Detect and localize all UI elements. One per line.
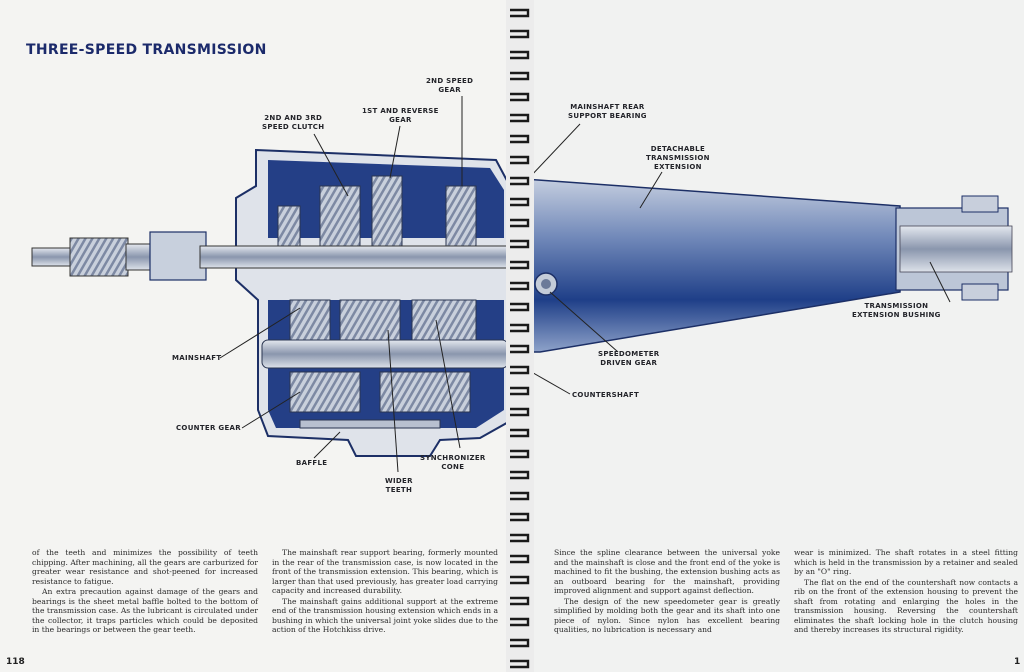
extension-housing [509, 177, 1013, 353]
label-2nd-3rd-speed-clutch: 2ND AND 3RD SPEED CLUTCH [262, 114, 325, 131]
label-1st-reverse-gear: 1ST AND REVERSE GEAR [362, 107, 439, 124]
page-number-left: 118 [6, 657, 25, 667]
paragraph: The flat on the end of the countershaft … [794, 577, 1018, 635]
label-speedometer-driven-gear: SPEEDOMETER DRIVEN GEAR [598, 350, 660, 367]
paragraph: The mainshaft rear support bearing, form… [272, 548, 498, 595]
label-countershaft: COUNTERSHAFT [572, 391, 640, 399]
label-counter-gear: COUNTER GEAR [176, 424, 241, 432]
paragraph: of the teeth and minimizes the possibili… [32, 548, 258, 586]
label-transmission-extension-bushing: TRANSMISSION EXTENSION BUSHING [852, 302, 941, 319]
paragraph: Since the spline clearance between the u… [554, 548, 780, 595]
text-column-1: of the teeth and minimizes the possibili… [32, 548, 258, 636]
paragraph: An extra precaution against damage of th… [32, 587, 258, 634]
label-wider-teeth: WIDER TEETH [385, 477, 413, 494]
text-column-3: Since the spline clearance between the u… [554, 548, 780, 636]
gear-train [277, 175, 477, 429]
label-mainshaft: MAINSHAFT [172, 354, 222, 362]
label-mainshaft-rear-support-bearing: MAINSHAFT REAR SUPPORT BEARING [568, 103, 647, 120]
spiral-binding [506, 0, 534, 672]
label-2nd-speed-gear: 2ND SPEED GEAR [426, 77, 474, 94]
text-column-2: The mainshaft rear support bearing, form… [272, 548, 498, 636]
page-title: THREE-SPEED TRANSMISSION [26, 42, 267, 58]
paragraph: wear is minimized. The shaft rotates in … [794, 548, 1018, 576]
page-number-right: 1 [1014, 657, 1021, 667]
paragraph: The mainshaft gains additional support a… [272, 596, 498, 635]
text-column-4: wear is minimized. The shaft rotates in … [794, 548, 1018, 636]
mainshaft-assembly [31, 231, 558, 296]
label-detachable-transmission-extension: DETACHABLE TRANSMISSION EXTENSION [646, 145, 710, 171]
label-synchronizer-cone: SYNCHRONIZER CONE [420, 454, 486, 471]
label-baffle: BAFFLE [296, 459, 328, 467]
paragraph: The design of the new speedometer gear i… [554, 596, 780, 635]
